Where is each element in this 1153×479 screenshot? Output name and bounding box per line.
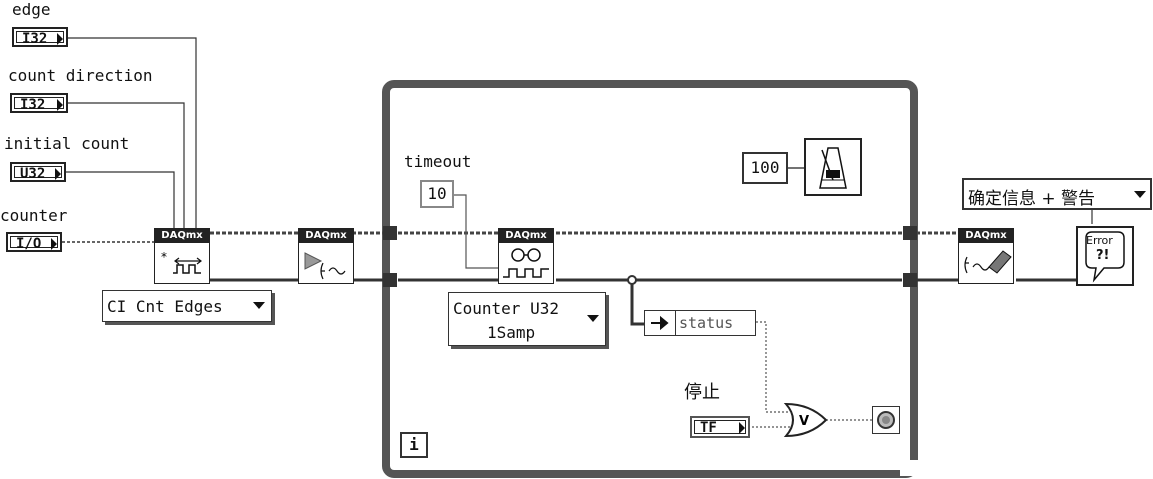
terminal-arrow-icon (51, 238, 57, 250)
node-header: DAQmx (959, 229, 1013, 243)
daqmx-clear-task-node[interactable]: DAQmx (958, 228, 1014, 284)
counter-type: I/O (16, 236, 42, 252)
status-label: status (679, 314, 734, 332)
dialog-type-ring[interactable]: 确定信息 + 警告 (962, 178, 1152, 210)
loop-tunnel-task-in (383, 226, 397, 240)
channel-type-ring[interactable]: CI Cnt Edges (102, 290, 272, 322)
edge-count-icon: * (161, 250, 202, 274)
node-header: DAQmx (299, 229, 353, 243)
start-task-icon (304, 252, 346, 280)
read-type-line1: Counter U32 (453, 299, 559, 318)
dialog-type-value: 确定信息 + 警告 (968, 189, 1096, 209)
terminal-arrow-icon (55, 168, 61, 180)
timeout-constant[interactable]: 10 (420, 180, 454, 208)
loop-tunnel-error-in (383, 273, 397, 287)
read-type-ring[interactable]: Counter U32 1Samp (448, 292, 606, 346)
initial-count-label: initial count (4, 134, 130, 153)
daqmx-read-node[interactable]: DAQmx (498, 228, 554, 284)
loop-condition-terminal[interactable] (872, 406, 900, 434)
edge-label: edge (12, 0, 51, 19)
loop-tunnel-task-out (903, 226, 917, 240)
count-direction-type: I32 (20, 97, 46, 113)
edge-control[interactable]: I32 (12, 27, 68, 47)
status-unbundle[interactable]: status (644, 310, 756, 336)
iteration-terminal: i (400, 432, 428, 458)
terminal-arrow-icon (57, 99, 63, 111)
dropdown-arrow-icon (253, 302, 265, 309)
counter-label: counter (0, 206, 68, 225)
edge-type: I32 (22, 31, 48, 47)
count-direction-control[interactable]: I32 (10, 93, 68, 113)
dropdown-arrow-icon (1134, 191, 1146, 198)
eraser-icon (964, 250, 1012, 274)
wait-until-node[interactable] (804, 138, 862, 196)
edge-wire (62, 37, 197, 228)
daqmx-start-task-node[interactable]: DAQmx (298, 228, 354, 284)
counter-control[interactable]: I/O (6, 232, 62, 252)
node-header: DAQmx (499, 229, 553, 243)
error-icon-symbols: ?! (1096, 248, 1110, 263)
wire-junction (627, 275, 637, 285)
read-type-line2: 1Samp (487, 323, 536, 342)
simple-error-handler-node[interactable]: Error ?! (1076, 226, 1134, 286)
channel-type-value: CI Cnt Edges (107, 297, 223, 316)
initial-count-wire (66, 171, 175, 228)
unbundle-arrow-icon (645, 311, 676, 335)
daqmx-create-channel-node[interactable]: DAQmx * (154, 228, 210, 284)
stop-label: 停止 (684, 382, 720, 403)
timeout-wire (452, 194, 500, 269)
stop-control[interactable]: TF (690, 416, 750, 438)
terminal-arrow-icon (57, 33, 63, 45)
metronome-icon (819, 147, 847, 189)
svg-text:V: V (799, 414, 809, 429)
loop-tunnel-error-out (903, 273, 917, 287)
error-bubble-icon (1085, 231, 1125, 283)
count-direction-wire (68, 102, 185, 228)
status-wire (756, 321, 790, 413)
timeout-label: timeout (404, 152, 472, 171)
terminal-arrow-icon (739, 422, 745, 434)
node-header: DAQmx (155, 229, 209, 243)
stop-type: TF (700, 420, 717, 436)
initial-count-type: U32 (20, 166, 46, 182)
initial-count-control[interactable]: U32 (10, 162, 66, 182)
svg-text:*: * (161, 250, 167, 264)
or-gate (783, 402, 828, 438)
error-icon-text: Error (1086, 234, 1113, 247)
stop-sign-icon (877, 411, 895, 429)
dropdown-arrow-icon (587, 315, 599, 322)
wait-ms-constant[interactable]: 100 (742, 152, 788, 184)
count-direction-label: count direction (8, 66, 153, 85)
read-glasses-icon (503, 248, 549, 278)
